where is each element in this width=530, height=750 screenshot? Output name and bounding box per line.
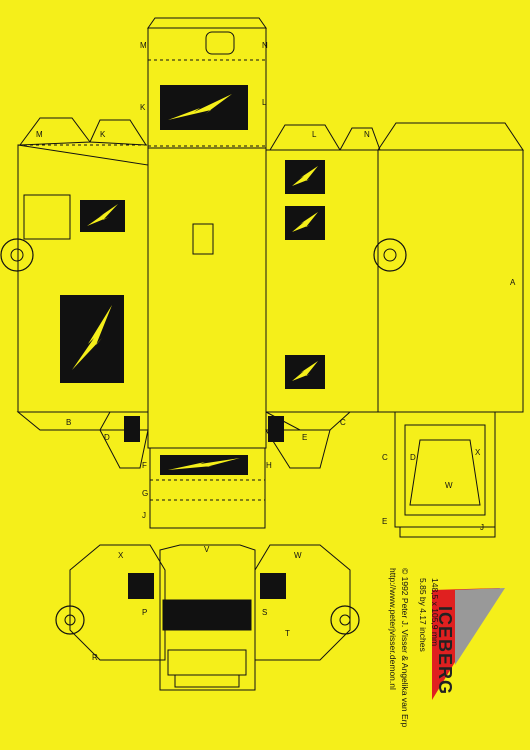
fold-label-x: X	[475, 448, 481, 457]
wheel-icon	[330, 605, 360, 635]
fold-label-s: S	[262, 608, 267, 617]
fold-label-t: T	[285, 629, 290, 638]
decal-left-large	[60, 295, 124, 383]
wheel-icon	[55, 605, 85, 635]
cab-left-panel	[69, 544, 166, 661]
brand-logo	[432, 588, 505, 700]
decal-front	[160, 455, 248, 475]
fold-label-l2: L	[312, 130, 317, 139]
decal-right-1	[285, 160, 325, 194]
decal-right-tab	[268, 416, 284, 442]
front-bumper-strip	[149, 447, 266, 529]
decal-right-3	[285, 355, 325, 389]
decal-cab-right	[260, 573, 286, 599]
fold-label-j2: J	[480, 523, 484, 532]
fold-label-p: P	[142, 608, 147, 617]
decal-cab-left	[128, 573, 154, 599]
fold-label-v: V	[204, 545, 210, 554]
decal-left-tab	[124, 416, 140, 442]
fold-label-c2: C	[382, 453, 388, 462]
cab-roof	[159, 544, 256, 691]
cab-right-panel	[254, 544, 351, 661]
fold-label-n: N	[262, 41, 268, 50]
wheel-icon	[373, 238, 407, 272]
decal-right-2	[285, 206, 325, 240]
fold-label-d: D	[104, 433, 110, 442]
credit-copyright: © 1992 Peter J. Visser & Angelika van Er…	[400, 568, 410, 728]
credit-url: http://www.peterjvisser.demon.nl	[388, 568, 398, 690]
fold-label-w2: W	[294, 551, 302, 560]
fold-label-e2: E	[382, 517, 387, 526]
fold-label-l: L	[262, 98, 267, 107]
fold-label-c: C	[340, 418, 346, 427]
main-body	[147, 147, 267, 449]
decal-roof	[160, 85, 248, 130]
wheel-icon	[0, 238, 34, 272]
decal-left-small	[80, 200, 125, 232]
fold-label-r: R	[92, 653, 98, 662]
credit-size-inches: 5.85 by 4.17 inches	[418, 578, 428, 652]
left-side-panel	[17, 144, 149, 413]
fold-label-x2: X	[118, 551, 124, 560]
fold-label-k2: K	[100, 130, 106, 139]
cab-window	[162, 599, 252, 631]
fold-label-m2: M	[36, 130, 43, 139]
fold-label-d2: D	[410, 453, 416, 462]
fold-label-g: G	[142, 489, 148, 498]
fold-label-m: M	[140, 41, 147, 50]
bottom-box	[394, 411, 496, 528]
center-window	[192, 223, 214, 255]
brand-name: ICEBERG	[435, 606, 455, 696]
fold-label-k: K	[140, 103, 146, 112]
fold-label-a: A	[510, 278, 516, 287]
fold-label-h: H	[266, 461, 272, 470]
fold-label-n2: N	[364, 130, 370, 139]
fold-label-f: F	[142, 461, 147, 470]
fold-label-w: W	[445, 481, 453, 490]
fold-label-e: E	[302, 433, 307, 442]
fold-label-b: B	[66, 418, 71, 427]
fold-label-j: J	[142, 511, 146, 520]
